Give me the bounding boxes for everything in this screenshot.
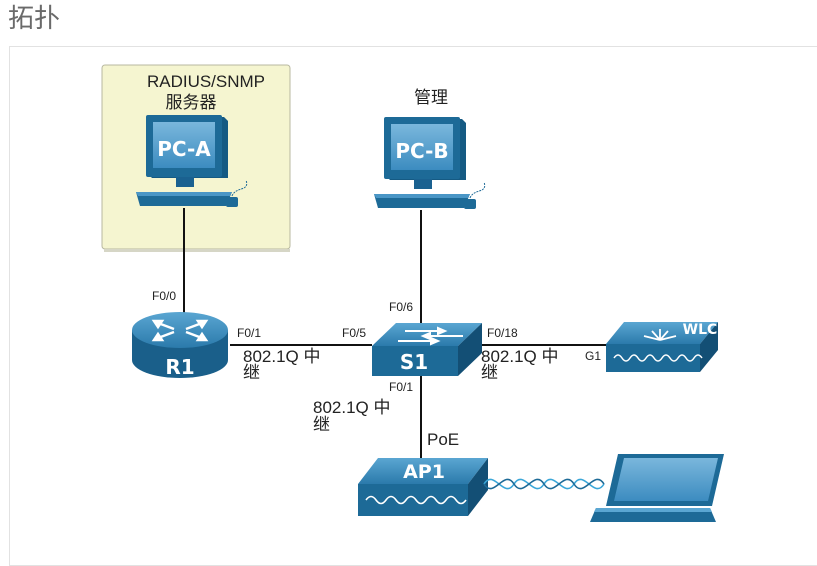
pc-b-label: PC-B [395,139,448,163]
laptop[interactable] [590,454,724,522]
pc-b[interactable]: PC-B [374,117,486,209]
topology-diagram: PC-A RADIUS/SNMP 服务器 PC-B 管理 [101,64,724,522]
wlc[interactable]: WLC [606,322,718,372]
trunk-label-left-line1: 802.1Q 中 [243,347,321,366]
port-r1-f00: F0/0 [152,289,176,303]
trunk-label-right-line2: 继 [481,363,498,382]
trunk-label-down-line2: 继 [313,415,330,434]
access-point-ap1[interactable]: AP1 [358,458,488,516]
port-s1-f05: F0/5 [342,326,366,340]
poe-label: PoE [427,430,459,449]
mgmt-label: 管理 [414,88,448,107]
links [183,208,612,458]
pc-a-label: PC-A [157,137,211,161]
port-r1-f01: F0/1 [237,326,261,340]
pc-a[interactable]: PC-A [136,115,248,207]
switch-s1-label: S1 [400,350,428,374]
port-wlc-g1: G1 [585,349,601,363]
ap1-label: AP1 [403,461,445,483]
wireless-signal [483,478,605,490]
trunk-label-right-line1: 802.1Q 中 [481,347,559,366]
server-label-line1: RADIUS/SNMP [147,72,265,91]
page-title: 拓扑 [8,4,61,34]
port-s1-f018: F0/18 [487,326,518,340]
trunk-label-left-line2: 继 [243,363,260,382]
port-s1-f01: F0/1 [389,380,413,394]
switch-s1[interactable]: S1 [372,323,482,376]
server-label-line2: 服务器 [166,93,217,112]
trunk-label-down-line1: 802.1Q 中 [313,398,391,417]
router-r1-label: R1 [165,355,194,379]
server-area-shadow [104,249,290,252]
wlc-label: WLC [683,322,718,338]
ap1-ports [365,495,467,505]
wlc-ports [613,354,703,362]
router-r1[interactable]: R1 [132,312,228,379]
port-s1-f06: F0/6 [389,300,413,314]
